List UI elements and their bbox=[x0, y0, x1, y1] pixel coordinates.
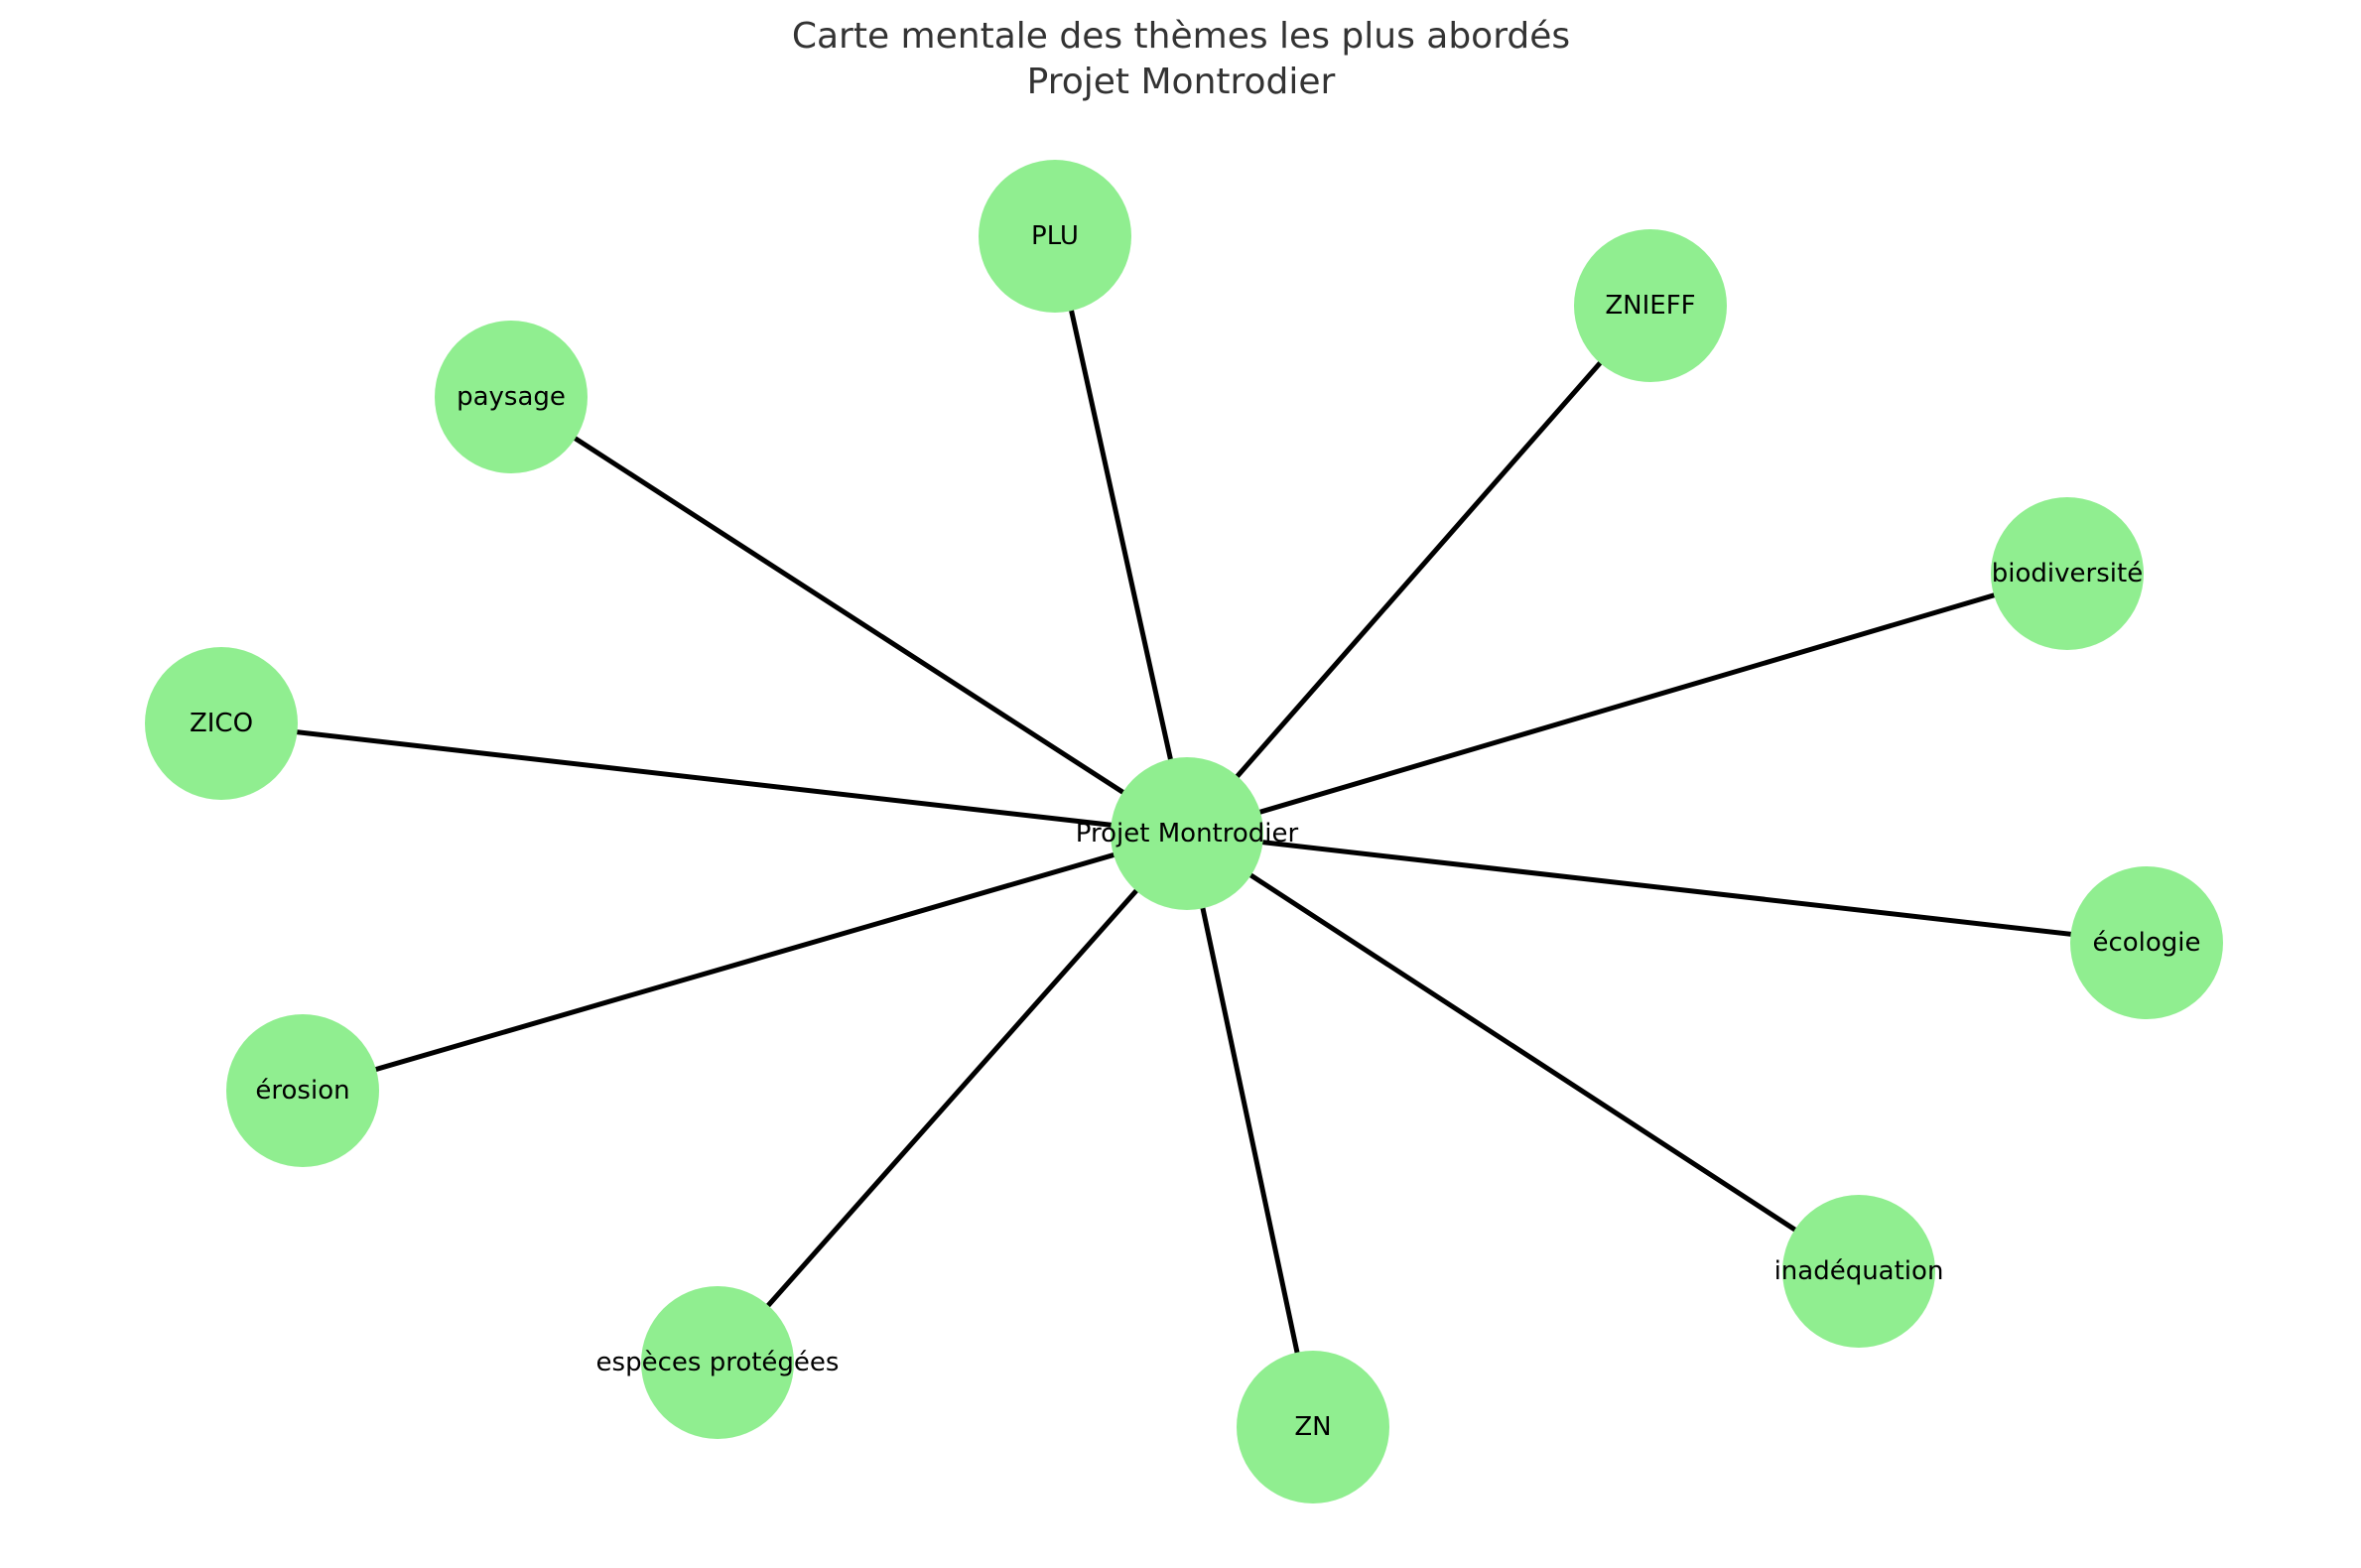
edge-znieff bbox=[1185, 304, 1652, 836]
node-ecologie-label: écologie bbox=[2092, 928, 2200, 958]
edge-paysage bbox=[509, 394, 1189, 837]
node-erosion-label: érosion bbox=[255, 1076, 349, 1106]
node-zn[interactable]: ZN bbox=[1237, 1351, 1389, 1503]
node-paysage-label: paysage bbox=[457, 382, 566, 412]
node-inadequation-label: inadéquation bbox=[1774, 1256, 1944, 1286]
node-plu[interactable]: PLU bbox=[979, 160, 1131, 313]
node-ecologie-circle bbox=[2070, 866, 2223, 1019]
node-zn-label: ZN bbox=[1294, 1412, 1331, 1442]
edges-group bbox=[220, 235, 2148, 1428]
node-znieff-label: ZNIEFF bbox=[1605, 291, 1695, 321]
node-paysage[interactable]: paysage bbox=[435, 321, 588, 473]
edge-biodiversite bbox=[1186, 571, 2068, 837]
node-inadequation[interactable]: inadéquation bbox=[1774, 1195, 1944, 1348]
node-biodiversite-circle bbox=[1991, 497, 2144, 650]
node-inadequation-circle bbox=[1782, 1195, 1935, 1348]
edge-inadequation bbox=[1185, 831, 1861, 1274]
title-line-2: Projet Montrodier bbox=[1027, 62, 1336, 102]
node-especes-protegees-circle bbox=[641, 1286, 794, 1439]
node-center-label: Projet Montrodier bbox=[1076, 819, 1299, 849]
node-especes-protegees-label: espèces protégées bbox=[596, 1348, 840, 1377]
node-erosion-circle bbox=[226, 1014, 379, 1167]
edge-zn bbox=[1184, 833, 1316, 1428]
node-znieff[interactable]: ZNIEFF bbox=[1574, 229, 1727, 382]
node-erosion[interactable]: érosion bbox=[226, 1014, 379, 1167]
node-zico-label: ZICO bbox=[190, 709, 253, 738]
edge-zico bbox=[220, 720, 1188, 837]
node-especes-protegees[interactable]: espèces protégées bbox=[596, 1286, 840, 1439]
node-biodiversite-label: biodiversité bbox=[1992, 559, 2143, 588]
node-plu-label: PLU bbox=[1031, 221, 1079, 251]
node-znieff-circle bbox=[1574, 229, 1727, 382]
node-biodiversite[interactable]: biodiversité bbox=[1991, 497, 2144, 650]
edge-plu bbox=[1052, 235, 1190, 835]
edge-especes-protegees bbox=[716, 832, 1189, 1365]
nodes-group: Projet Montrodier PLU ZNIEFF biodiversit… bbox=[145, 160, 2223, 1503]
node-center[interactable]: Projet Montrodier bbox=[1076, 757, 1299, 910]
edge-ecologie bbox=[1186, 831, 2148, 946]
node-zico[interactable]: ZICO bbox=[145, 647, 298, 800]
edge-erosion bbox=[302, 831, 1188, 1094]
node-ecologie[interactable]: écologie bbox=[2070, 866, 2223, 1019]
node-plu-circle bbox=[979, 160, 1131, 313]
node-paysage-circle bbox=[435, 321, 588, 473]
node-zn-circle bbox=[1237, 1351, 1389, 1503]
title-line-1: Carte mentale des thèmes les plus abordé… bbox=[792, 16, 1570, 57]
node-center-circle bbox=[1111, 757, 1263, 910]
node-zico-circle bbox=[145, 647, 298, 800]
